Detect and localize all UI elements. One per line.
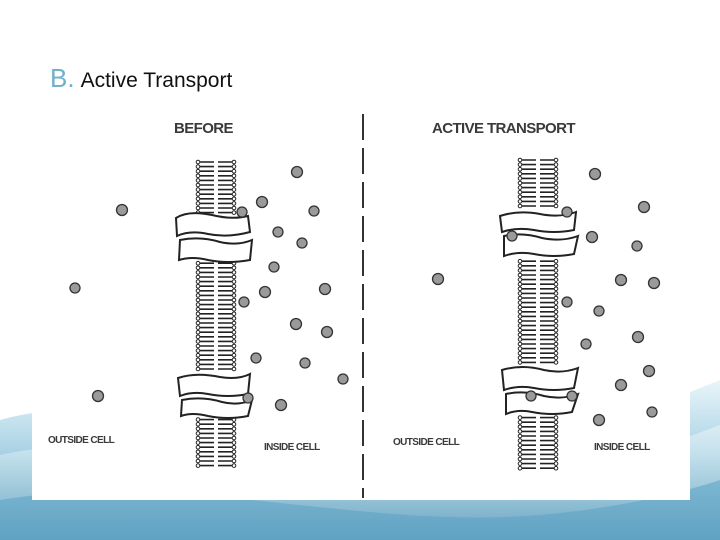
molecule-dot	[585, 230, 599, 244]
molecule-dot	[647, 276, 661, 290]
slide-title: B.Active Transport	[50, 58, 232, 95]
molecule-dot	[431, 272, 445, 286]
molecule-dot	[91, 389, 105, 403]
molecule-dot	[289, 317, 303, 331]
molecule-dot	[296, 237, 308, 249]
inside-cell-label: INSIDE CELL	[264, 442, 320, 453]
title-section-letter: B.	[50, 63, 75, 93]
panel-before: BEFORE OUTSIDE CELL INSIDE CELL	[48, 120, 349, 472]
molecule-dot	[646, 406, 658, 418]
molecule-dot	[592, 413, 606, 427]
molecule-dot	[593, 305, 605, 317]
molecule-dot	[255, 195, 269, 209]
molecule-dot	[525, 390, 537, 402]
molecule-dot	[631, 240, 643, 252]
molecule-dot	[242, 392, 254, 404]
molecule-dot	[250, 352, 262, 364]
molecule-dot	[274, 398, 288, 412]
molecule-dot	[115, 203, 129, 217]
molecule-dot	[631, 330, 645, 344]
molecule-dot	[614, 378, 628, 392]
molecule-dot	[290, 165, 304, 179]
membrane-lipid-pattern	[517, 157, 559, 471]
inside-cell-label: INSIDE CELL	[594, 442, 650, 453]
cell-membrane	[174, 159, 254, 472]
panel-heading: ACTIVE TRANSPORT	[432, 120, 575, 137]
molecule-dot	[258, 285, 272, 299]
panel-active-transport: ACTIVE TRANSPORT OUTSIDE CELL INSIDE CEL…	[393, 120, 661, 472]
molecule-dot	[308, 205, 320, 217]
molecule-dot	[506, 230, 518, 242]
molecule-dot	[268, 261, 280, 273]
molecule-dot	[566, 390, 578, 402]
molecule-dot	[272, 226, 284, 238]
outside-cell-label: OUTSIDE CELL	[48, 435, 115, 446]
molecule-dot	[561, 296, 573, 308]
molecule-dot	[588, 167, 602, 181]
cell-membrane	[498, 157, 580, 472]
membrane-lipid-pattern	[195, 159, 237, 470]
molecule-dot	[320, 325, 334, 339]
molecule-dot	[561, 206, 573, 218]
active-transport-diagram: BEFORE OUTSIDE CELL INSIDE CELL	[32, 112, 690, 500]
molecules-before	[69, 165, 349, 412]
molecule-dot	[69, 282, 81, 294]
molecule-dot	[337, 373, 349, 385]
transport-protein-top	[174, 212, 254, 263]
molecule-dot	[580, 338, 592, 350]
molecule-dot	[318, 282, 332, 296]
molecule-dot	[637, 200, 651, 214]
transport-protein-top	[498, 210, 580, 258]
molecule-dot	[236, 206, 248, 218]
molecule-dot	[299, 357, 311, 369]
molecule-dot	[238, 296, 250, 308]
molecule-dot	[614, 273, 628, 287]
molecule-dot	[642, 364, 656, 378]
title-text: Active Transport	[80, 69, 233, 92]
transport-protein-bottom	[176, 372, 254, 419]
molecules-active-transport	[431, 167, 661, 427]
panel-heading: BEFORE	[174, 120, 234, 137]
transport-protein-bottom	[500, 366, 580, 416]
outside-cell-label: OUTSIDE CELL	[393, 437, 460, 448]
